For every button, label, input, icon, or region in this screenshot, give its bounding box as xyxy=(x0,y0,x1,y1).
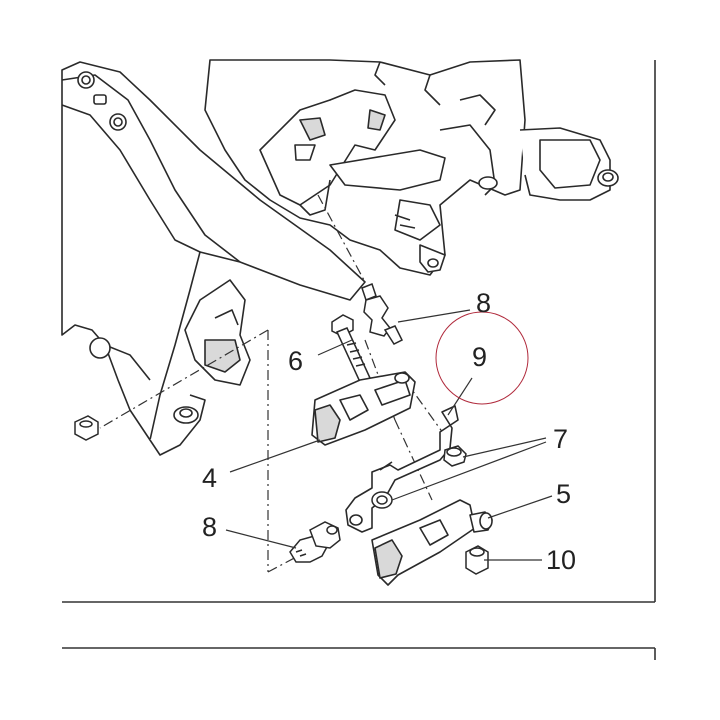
main-frame-assembly xyxy=(61,61,366,456)
callout-part-6: 6 xyxy=(288,346,304,376)
upper-bracket-assembly xyxy=(204,59,619,276)
leader-lines xyxy=(225,309,553,561)
callout-part-7: 7 xyxy=(553,424,569,454)
highlight-circle xyxy=(435,311,529,405)
sensor-block-part-5 xyxy=(371,499,493,586)
sensor-block-part-4 xyxy=(311,371,416,446)
frame-nut xyxy=(74,415,99,441)
callout-part-8-top: 8 xyxy=(476,288,492,318)
bolt-part-6 xyxy=(331,314,372,383)
damper-part-8-bottom xyxy=(289,521,341,563)
damper-part-8-top xyxy=(361,283,404,345)
nut-part-10 xyxy=(465,545,489,575)
callout-part-5: 5 xyxy=(556,479,572,509)
page-frame xyxy=(62,60,656,660)
callout-part-9: 9 xyxy=(472,342,488,372)
callout-part-10: 10 xyxy=(546,545,577,575)
callout-part-4: 4 xyxy=(202,463,218,493)
callout-part-8-bottom: 8 xyxy=(202,512,218,542)
